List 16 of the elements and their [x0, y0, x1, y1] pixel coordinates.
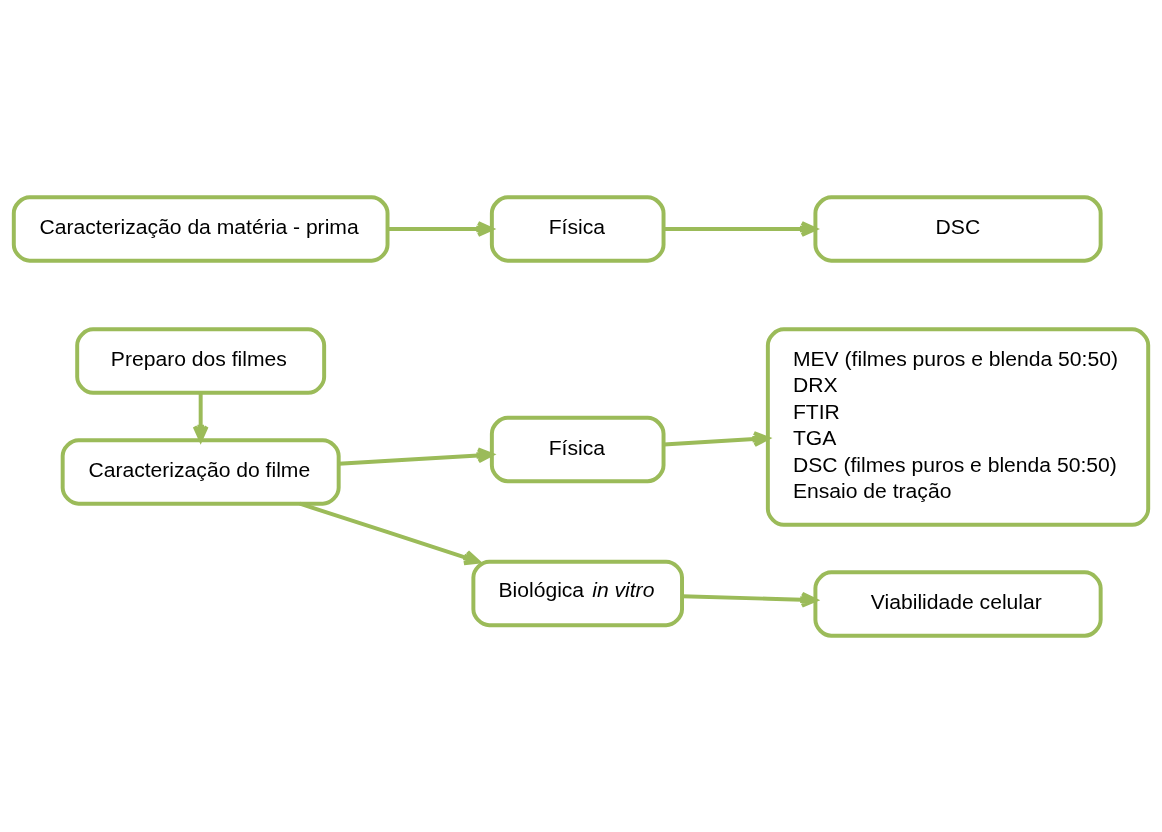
node-box: Preparo dos filmes [75, 326, 327, 395]
arrow [682, 591, 818, 608]
arrow [338, 446, 494, 466]
node-box: Viabilidade celular [813, 569, 1103, 638]
node-box: Física [489, 194, 666, 263]
node-box: Física [489, 415, 666, 483]
arrow [192, 392, 209, 442]
node-box: MEV (filmes puros e blenda 50:50) DRX FTIR TGA DSC (filmes puros e blenda 50:50) Ensaio de tração [765, 326, 1151, 527]
node-box: Biológica in vitro [471, 559, 684, 627]
arrow [299, 501, 481, 565]
arrow [663, 430, 770, 447]
node-box: Caracterização da matéria - prima [11, 194, 390, 263]
arrow [387, 220, 494, 237]
node-box: Caracterização do filme [60, 437, 341, 506]
node-box: DSC [813, 194, 1103, 263]
arrow [663, 220, 818, 237]
